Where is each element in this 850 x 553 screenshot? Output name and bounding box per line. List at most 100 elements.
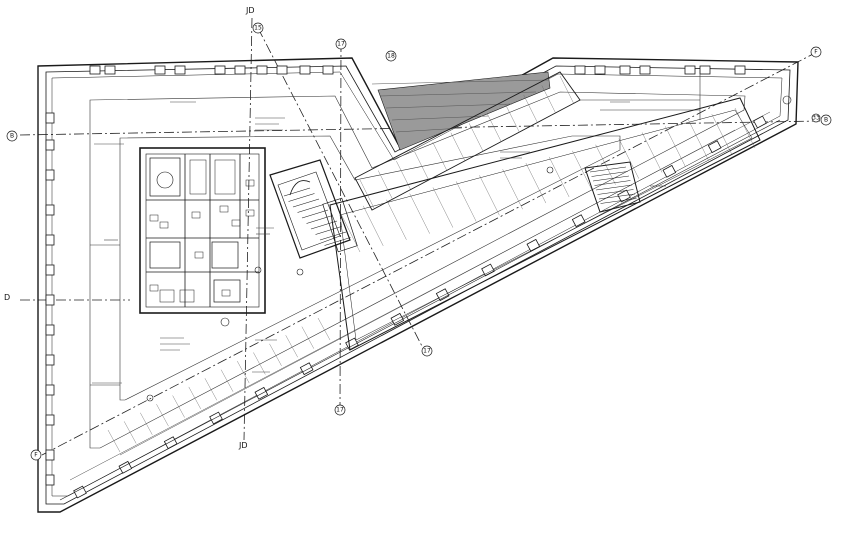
pile-mark [118,460,133,474]
pile-mark [45,139,55,151]
pile-mark [45,324,55,336]
pile-mark [154,65,166,75]
pile-mark [639,65,651,75]
pile-mark [45,354,55,366]
pile-mark [174,65,186,75]
stair-tread [592,175,630,182]
axis-bubble-b-left [6,130,18,142]
pile-mark [699,65,711,75]
core-detail-marks [149,179,255,297]
grid-bubbles: 15 17 18 33 17 17 [252,22,821,416]
axis-label-jd-top: JD [245,6,255,15]
stair-tread [600,198,637,204]
stair-core [269,159,358,259]
right-stair-treads [589,166,637,204]
pile-mark [45,204,55,216]
bubble-2-label: 17 [337,41,345,48]
ramp-cross-line [359,179,375,209]
ramp-cross-line [386,199,407,240]
pile-mark [276,65,288,75]
pile-mark [390,312,405,326]
pile-mark [214,65,226,75]
fixture-mark [221,289,231,297]
ramp-cross-line [548,156,570,198]
axis-label-d-left: D [4,293,10,302]
ramp-cross-line [665,126,686,167]
ramp-cross-line [285,335,298,358]
grid-line-f [41,52,816,456]
bubble-2 [335,38,347,50]
fixture-mark [149,284,159,292]
stair-tread [594,180,631,186]
axis-label-jd-bottom: JD [238,441,248,450]
ramp-cross-line [734,107,756,149]
stair-tread [292,198,320,208]
pile-mark [163,436,178,450]
pile-mark [45,414,55,426]
pile-mark [45,384,55,396]
ramp-cross-line [641,132,663,173]
ramp-cross-line [572,150,593,191]
ramp-cross-line [204,378,218,401]
grid-line-15 [257,27,426,353]
bubble-5-label: 17 [423,348,431,355]
ramp-cross-line [156,404,169,427]
ramp-cross-line [317,317,331,341]
outer-slab [37,57,799,513]
stair-tread [310,220,338,230]
fixture-mark [149,214,159,222]
bubble-4-label: 33 [812,115,820,122]
stair-tread [288,193,315,202]
stair-tread [595,184,633,191]
ramp-cross-line [468,123,484,152]
stair-tread [319,231,347,241]
bubble-4 [811,113,821,123]
pile-mark [619,65,631,75]
pile-mark [254,386,269,400]
ramp-cross-line [253,352,266,375]
stair-tread [589,166,627,173]
stair-tread [283,187,311,197]
stair-tread [591,171,628,177]
fixture-mark [245,209,255,217]
pile-mark [435,288,450,302]
ramp-cross-line [432,142,447,171]
pile-mark [594,65,606,75]
ramp-cross-line [559,75,575,105]
pile-mark [322,65,334,75]
stair-tread [297,204,324,213]
bubble-6-label: 17 [336,407,344,414]
ramp-cross-line [172,395,185,418]
ramp-cross-line [595,144,616,185]
grid-line-17 [339,41,342,411]
fixture-mark [159,221,169,229]
pile-mark [571,214,586,228]
pile-mark [45,112,55,124]
ramp-shading [371,71,551,151]
ramp-cross-line [220,369,234,392]
axis-bubble-f-top [810,46,822,58]
bubble-3 [385,50,397,62]
stair-tread [597,189,634,195]
ramp-cross-line [711,114,732,155]
annotation-notes [92,101,666,384]
pile-mark [753,115,767,129]
axis-labels: JD JD B B D F F [4,6,832,461]
stair-treads [283,187,351,246]
pile-mark [574,65,586,75]
pile-mark [73,485,87,499]
ramp-cross-line [107,429,121,453]
stair-tread [306,215,333,224]
ramp-cross-line [188,386,201,410]
ramp-cross-line [237,360,250,384]
pile-mark [481,263,495,277]
axis-bubble-f-bottom [30,449,42,461]
diagonal-ramp [59,71,781,501]
core-block [139,147,266,314]
ramp-cross-line [363,205,384,246]
pile-mark [299,65,311,75]
stair-tread [315,226,342,235]
ramp-cross-line [618,138,640,179]
ramp-cross-line [523,94,538,123]
